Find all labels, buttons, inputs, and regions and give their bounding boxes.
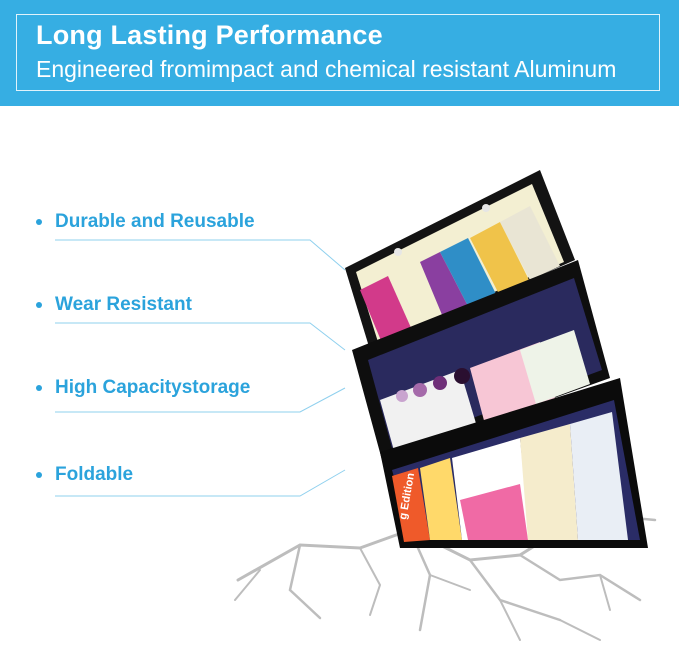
bullet-icon xyxy=(36,472,42,478)
feature-label: High Capacitystorage xyxy=(55,377,251,398)
bullet-icon xyxy=(36,385,42,391)
connector-line-3 xyxy=(55,387,346,413)
bullet-icon xyxy=(36,219,42,225)
banner-title: Long Lasting Performance xyxy=(36,20,383,50)
clipboard-panel-top xyxy=(345,170,575,350)
feature-wear-resistant: Wear Resistant xyxy=(36,294,192,316)
clipboard-panel-bottom: g Edition xyxy=(380,378,648,548)
banner-subtitle: Engineered fromimpact and chemical resis… xyxy=(36,56,617,82)
feature-label: Wear Resistant xyxy=(55,294,192,315)
connector-line-1 xyxy=(55,239,346,271)
connector-lines xyxy=(55,239,346,497)
feature-label: Durable and Reusable xyxy=(55,211,255,232)
bullet-icon xyxy=(36,302,42,308)
feature-durable: Durable and Reusable xyxy=(36,211,255,233)
banner-frame xyxy=(16,14,660,91)
connector-line-4 xyxy=(55,469,346,497)
feature-label: Foldable xyxy=(55,464,134,485)
header-banner: Long Lasting Performance Engineered from… xyxy=(0,0,679,106)
feature-foldable: Foldable xyxy=(36,464,133,486)
connector-line-2 xyxy=(55,322,346,351)
feature-capacity: High Capacitystorage xyxy=(36,377,250,399)
